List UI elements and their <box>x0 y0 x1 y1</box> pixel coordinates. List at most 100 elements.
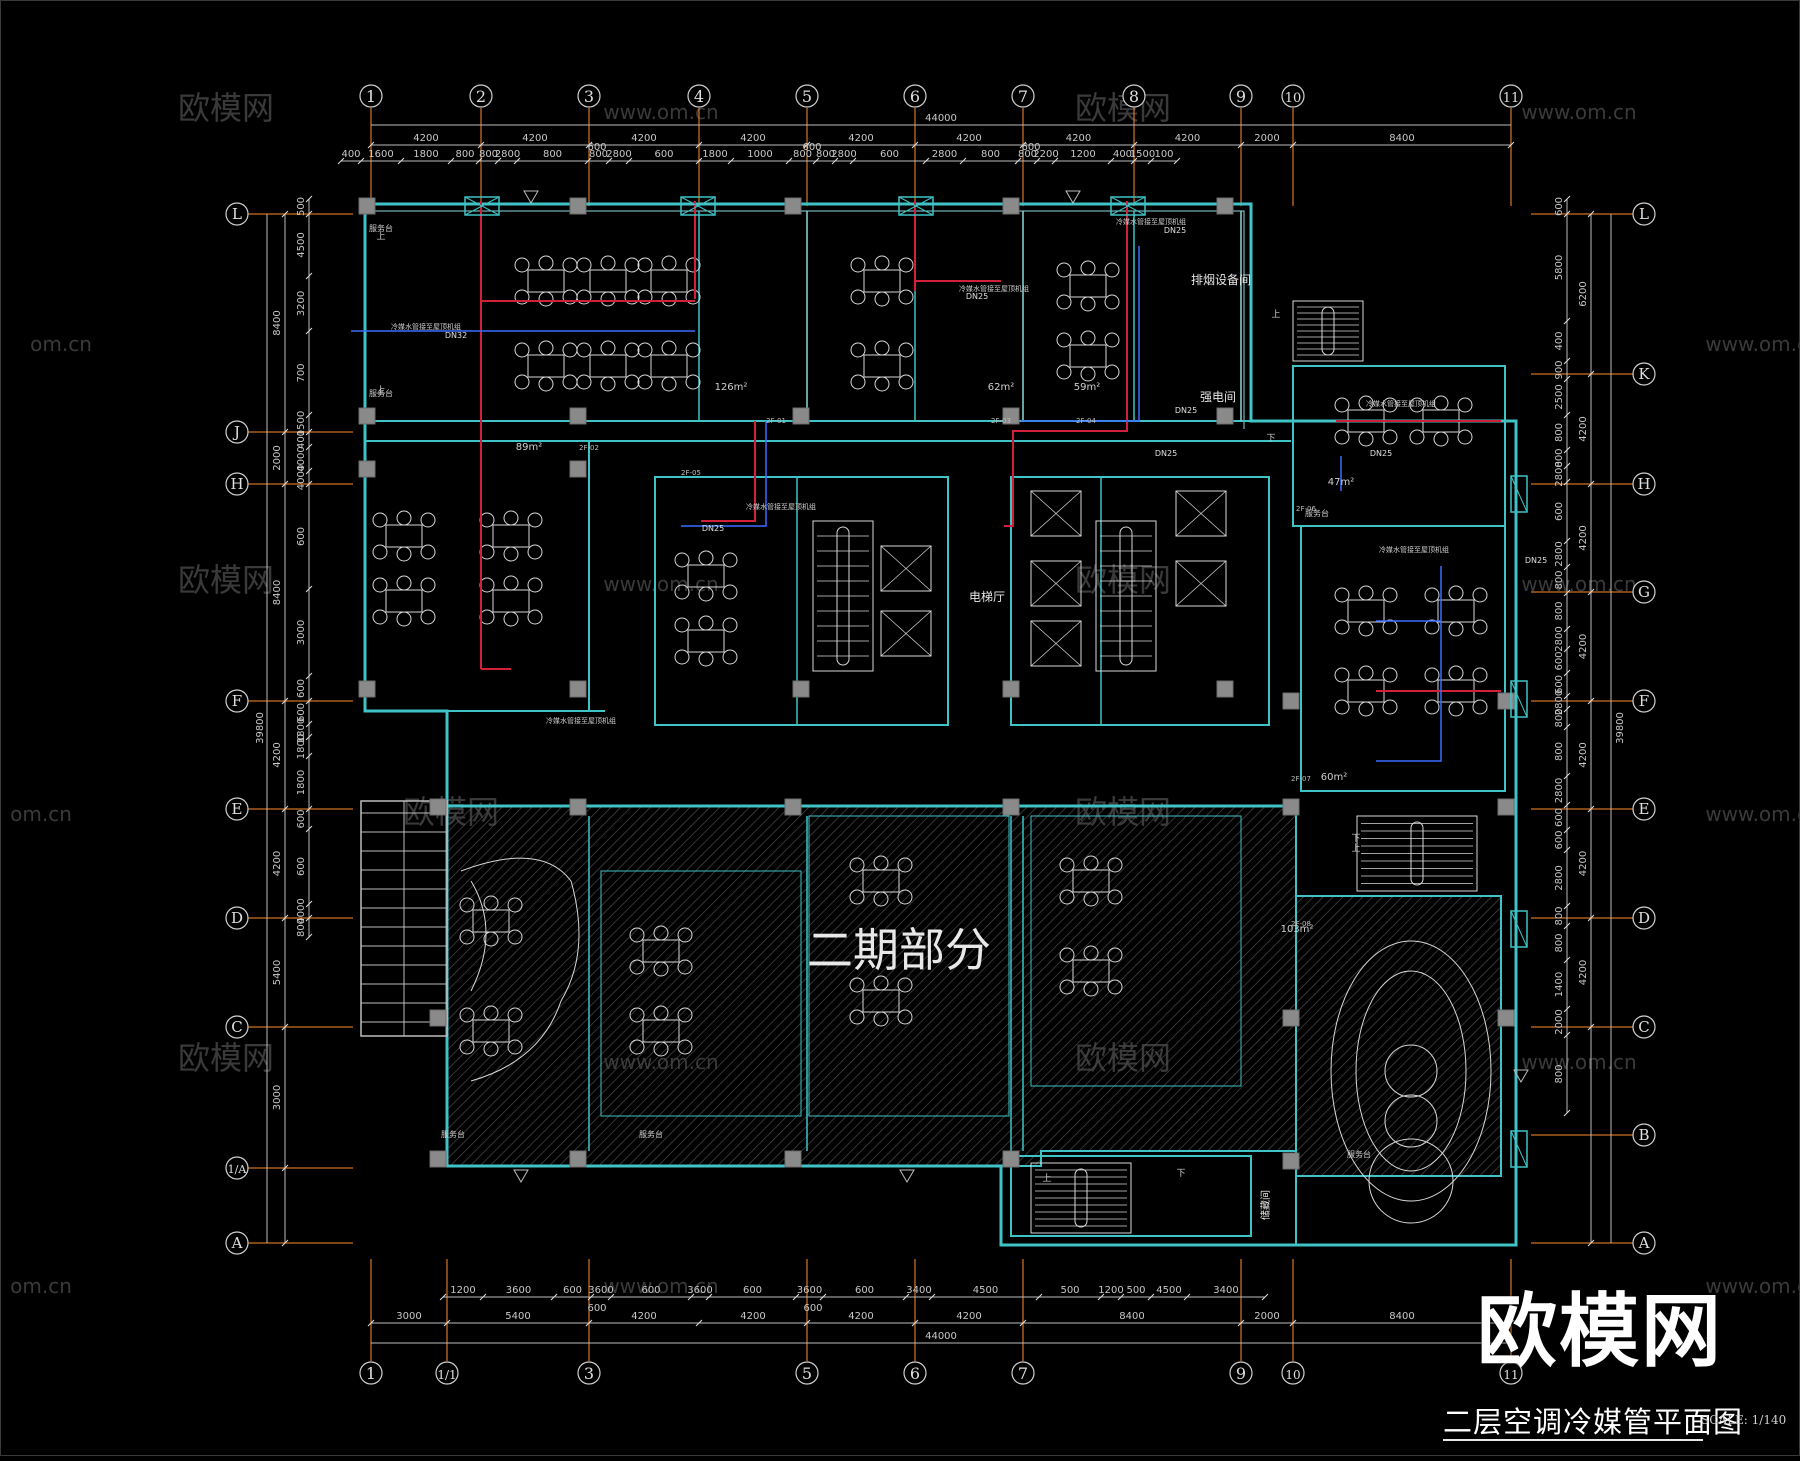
dim-top-row2-tick <box>1033 157 1041 165</box>
structural-column <box>429 798 447 816</box>
elevator-cross <box>1030 620 1082 667</box>
dining-set-chair <box>677 1007 693 1023</box>
dim-right-inner-text: 800 <box>1554 601 1565 620</box>
dim-right-inner-tick <box>1563 902 1571 910</box>
structural-column <box>1002 680 1020 698</box>
dining-set-chair <box>562 342 578 358</box>
outdoor-unit-cross <box>1110 196 1146 216</box>
marker-triangle <box>899 1169 915 1183</box>
dining-set-chair <box>698 615 714 631</box>
dining-set-chair <box>1409 429 1425 445</box>
dining-set-chair <box>873 855 889 871</box>
dim-bottom-row1-tick <box>439 1293 447 1301</box>
dim-top-row2-text: 800 <box>543 149 562 160</box>
dim-bottom-row1-tick <box>479 1293 487 1301</box>
dim-left-inner-text: 1800 <box>296 718 307 743</box>
axis-bubble-left <box>225 202 249 226</box>
elevator-cross <box>1175 560 1227 607</box>
structural-column <box>358 460 376 478</box>
dining-set-chair <box>1424 667 1440 683</box>
dim-top-row2-tick <box>1051 157 1059 165</box>
dining-set-chair <box>850 374 866 390</box>
dining-set-chair <box>1080 366 1096 382</box>
dim-right-inner-tick <box>1563 1031 1571 1039</box>
room-code: 2F-06 <box>1296 505 1316 513</box>
dim-left-inner-text: 600 <box>296 809 307 828</box>
dim-top-row2-tick <box>494 157 502 165</box>
room-area: 59m² <box>1074 382 1100 393</box>
dim-left-outer-tick <box>281 210 289 218</box>
dim-right-inner-tick <box>1563 772 1571 780</box>
dim-top-row1-tick <box>1130 141 1138 149</box>
dim-left-outer-tick <box>281 1164 289 1172</box>
dining-set-chair <box>653 1041 669 1057</box>
structural-column <box>1216 680 1234 698</box>
dining-set-chair <box>624 257 640 273</box>
dining-set-chair <box>1107 857 1123 873</box>
dining-set-chair <box>507 1007 523 1023</box>
dim-top-row2-text: 2200 <box>1033 149 1058 160</box>
dim-top-row2-tick <box>1107 157 1115 165</box>
dim-left-inner-text: 600 <box>296 703 307 722</box>
phase2-bay-5 <box>1030 815 1242 1087</box>
dining-set-chair <box>459 897 475 913</box>
dining-set-chair <box>1334 667 1350 683</box>
dim-right-outer-tick <box>1587 1023 1595 1031</box>
dining-set-chair <box>1056 294 1072 310</box>
axis-label-left: L <box>232 205 242 223</box>
axis-bubble-left <box>225 472 249 496</box>
dim-top-row1-tick <box>695 141 703 149</box>
dim-bottom-row1-text: 600 <box>641 1285 660 1296</box>
dining-set-chair <box>1107 979 1123 995</box>
dim-top-row1-extra: 600 <box>802 142 821 153</box>
dining-set-chair <box>874 340 890 356</box>
dim-right-inner-tick <box>1563 446 1571 454</box>
dim-top-row2-text: 2800 <box>831 149 856 160</box>
dim-top-row2-tick <box>1014 157 1022 165</box>
axis-bubble-top <box>687 84 711 108</box>
dining-set-chair <box>677 927 693 943</box>
dining-set-chair <box>629 927 645 943</box>
dim-right-inner-tick <box>1563 537 1571 545</box>
dining-set-chair <box>600 291 616 307</box>
label-layer: 排烟设备间强电间电梯厅储藏间服务台服务台服务台服务台服务台服务台上上上上上下下下… <box>369 190 1547 1220</box>
structural-column <box>358 197 376 215</box>
dining-set-chair <box>1472 619 1488 635</box>
dim-top-row2-text: 400 <box>341 149 360 160</box>
drawing-scale: SCALE: 1/140 <box>1701 1413 1787 1427</box>
structural-column <box>792 407 810 425</box>
dining-set-chair <box>722 649 738 665</box>
dim-top-row2-tick <box>357 157 365 165</box>
axis-bubble-right <box>1632 1123 1656 1147</box>
dim-top-row2-tick <box>695 157 703 165</box>
dim-left-inner-text: 400 <box>296 430 307 449</box>
dim-right-inner-tick <box>1563 692 1571 700</box>
dining-set-chair <box>538 255 554 271</box>
dining-set-chair <box>1083 855 1099 871</box>
room-label-service: 服务台 <box>441 1129 465 1139</box>
outdoor-unit-cross <box>1510 475 1528 513</box>
dining-set-chair <box>503 510 519 526</box>
dim-right-outer-text: 4200 <box>1578 960 1589 985</box>
dining-set-chair <box>1059 857 1075 873</box>
dining-set-chair <box>483 1041 499 1057</box>
dining-set-chair <box>1059 889 1075 905</box>
dining-set-chair <box>1083 981 1099 997</box>
pipe-dn-label: DN25 <box>1155 449 1177 458</box>
dining-set-chair <box>479 577 495 593</box>
structural-column <box>569 197 587 215</box>
room-label-down: 下 <box>1176 1169 1185 1179</box>
dim-right-inner-text: 2000 <box>1554 1009 1565 1034</box>
dim-bottom-row1-text: 3600 <box>797 1285 822 1296</box>
axis-label-left: J <box>232 423 240 441</box>
dim-top-row2-tick <box>1147 157 1155 165</box>
pipe-riser-note: 冷媒水管接至屋顶机组 <box>1116 217 1186 226</box>
dim-bottom-row1-text: 500 <box>1060 1285 1079 1296</box>
room-label-service: 服务台 <box>1347 1149 1371 1159</box>
structural-column <box>1002 197 1020 215</box>
axis-bubble-bottom <box>577 1361 601 1385</box>
dining-set-chair <box>637 289 653 305</box>
dim-top-row2-text: 1200 <box>1070 149 1095 160</box>
room-label-up: 上 <box>1042 1173 1051 1184</box>
